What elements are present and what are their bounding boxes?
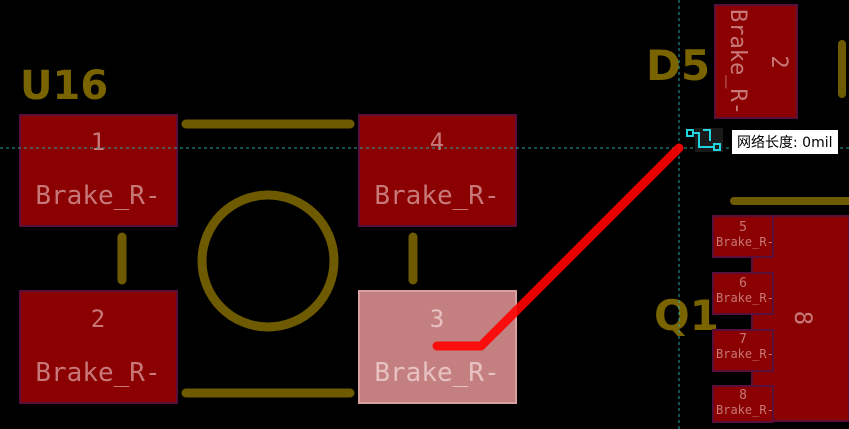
pad-number: 3 <box>430 305 444 333</box>
pad-number: 2 <box>766 55 791 68</box>
q1-footprint[interactable]: 8 5 Brake_R- 6 Brake_R- 7 Brake_R- 8 Bra… <box>712 215 849 423</box>
d5-pad-2[interactable]: 2 Brake_R- <box>714 4 798 119</box>
pad-number: 6 <box>739 276 747 291</box>
silk-circle <box>197 190 339 332</box>
pad-net-label: Brake_R- <box>374 358 499 388</box>
u16-silkscreen <box>117 119 418 398</box>
interactive-routing-icon <box>686 128 723 152</box>
net-length-tooltip: 网络长度: 0mil <box>731 129 839 155</box>
pad-number: 2 <box>91 305 105 333</box>
routing-trace[interactable] <box>432 143 684 351</box>
pad-number: 4 <box>430 128 444 156</box>
pad-net-label: Brake_R- <box>716 291 774 305</box>
pad-number: 5 <box>739 220 747 235</box>
pad-number: 8 <box>739 388 747 403</box>
u16-designator: U16 <box>20 63 108 109</box>
pad-net-label: Brake_R- <box>374 181 499 211</box>
u16-pad-4[interactable]: 4 Brake_R- <box>358 114 517 227</box>
u16-pad-1[interactable]: 1 Brake_R- <box>19 114 178 227</box>
pad-number: 1 <box>91 128 105 156</box>
pad-net-label: Brake_R- <box>716 403 774 417</box>
pad-net-label: Brake_R- <box>716 347 774 361</box>
pad-net-label: Brake_R- <box>35 358 160 388</box>
q1-designator: Q1 <box>654 291 719 340</box>
pad-net-label: Brake_R- <box>725 9 750 115</box>
u16-pad-2[interactable]: 2 Brake_R- <box>19 290 178 404</box>
pad-net-label: Brake_R- <box>35 181 160 211</box>
pad-net-label: Brake_R- <box>716 235 774 249</box>
d5-designator: D5 <box>646 41 710 90</box>
pad-number: 7 <box>739 332 747 347</box>
q1-tab-number: 8 <box>789 311 817 325</box>
d5-silkscreen <box>730 40 849 205</box>
